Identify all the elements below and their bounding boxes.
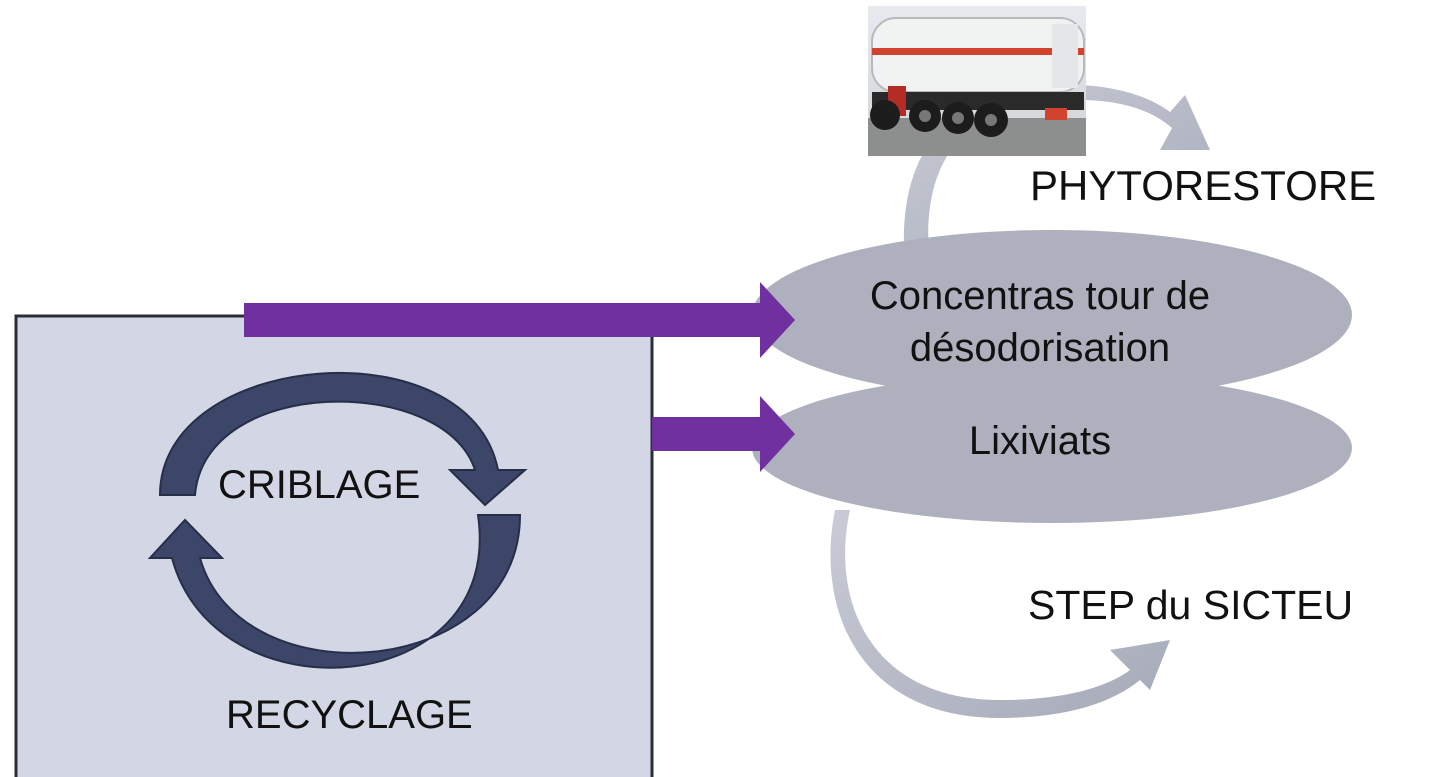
phytorestore-label: PHYTORESTORE	[1030, 162, 1377, 209]
flow-arrow-lixiviats	[652, 396, 795, 472]
concentras-ellipse	[752, 230, 1352, 400]
tanker-truck-photo-icon	[868, 6, 1086, 156]
lixiviats-ellipse	[752, 373, 1352, 523]
criblage-label: CRIBLAGE	[218, 463, 421, 507]
concentras-label: Concentras tour de désodorisation	[869, 274, 1211, 370]
cycle-arrow-bottom	[147, 514, 522, 669]
step-label: STEP du SICTEU	[1028, 582, 1354, 628]
recyclage-label: RECYCLAGE	[226, 693, 473, 737]
flow-arrow-concentras	[244, 282, 795, 358]
lixiviats-label: Lixiviats	[968, 419, 1112, 463]
curved-arrow-to-phytorestore	[903, 84, 1210, 265]
cycle-arrow-top	[158, 372, 528, 507]
